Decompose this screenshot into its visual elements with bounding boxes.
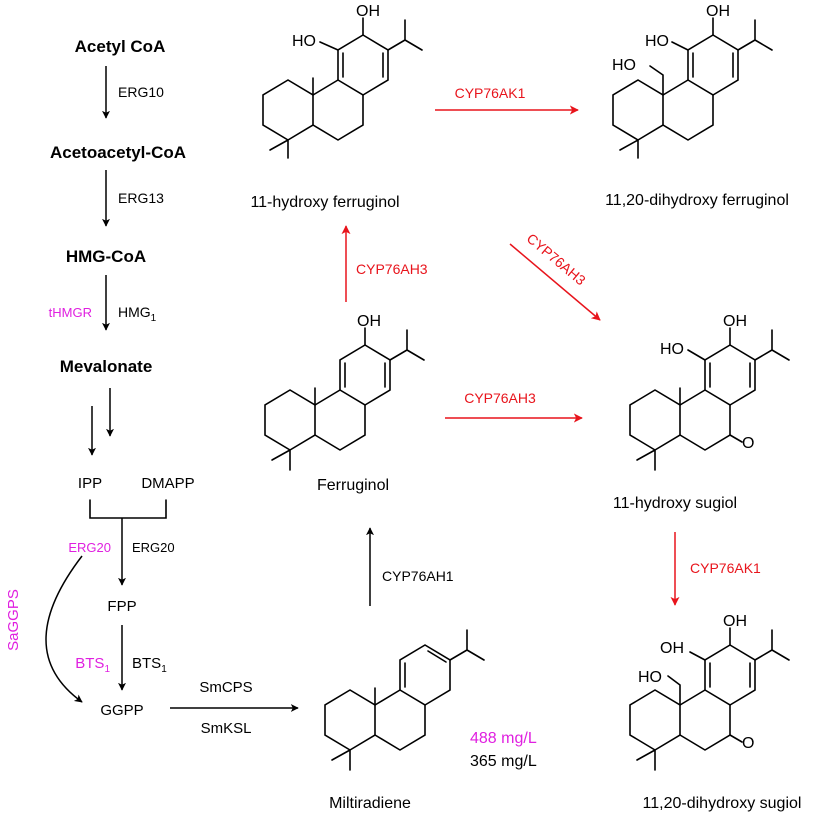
compound-11-hydroxy-ferruginol: 11-hydroxy ferruginol — [250, 194, 399, 211]
compound-miltiradiene: Miltiradiene — [329, 795, 411, 812]
cyp76ak1-down-label: CYP76AK1 — [690, 560, 761, 576]
titer-488: 488 mg/L — [470, 730, 537, 747]
compound-11-20-dihydroxy-ferruginol: 11,20-dihydroxy ferruginol — [605, 192, 789, 209]
structure-ferruginol: OH — [264, 313, 425, 471]
hmg-coa-label: HMG-CoA — [66, 247, 146, 266]
compound-ferruginol: Ferruginol — [317, 477, 389, 494]
compound-11-hydroxy-sugiol: 11-hydroxy sugiol — [613, 495, 737, 512]
compound-11-20-dihydroxy-sugiol: 11,20-dihydroxy sugiol — [643, 795, 802, 812]
saggps-curve-arrow — [45, 555, 83, 703]
cyp76ah1-label: CYP76AH1 — [382, 568, 454, 584]
structure-miltiradiene — [324, 629, 485, 771]
reaction-arrows: CYP76AK1 CYP76AH3 CYP76AH3 CYP76AH3 CYP7… — [341, 85, 761, 606]
oh-atom: OH — [706, 3, 730, 20]
bts1-magenta-label: BTS1 — [75, 655, 110, 675]
o-atom: O — [742, 735, 754, 752]
dmapp-label: DMAPP — [141, 475, 194, 492]
erg10-label: ERG10 — [118, 84, 164, 100]
structure-11-hydroxy-ferruginol: OH HO — [262, 3, 423, 159]
hmg1-label: HMG1 — [118, 304, 157, 324]
arrow-cyp76ah3-diag — [509, 243, 601, 321]
cyp76ah3-up-label: CYP76AH3 — [356, 261, 428, 277]
oh-atom: OH — [723, 613, 747, 630]
fpp-label: FPP — [107, 598, 136, 615]
o-atom: O — [742, 435, 754, 452]
oh-atom: OH — [356, 3, 380, 20]
acetyl-coa-label: Acetyl CoA — [75, 37, 166, 56]
ipp-dmapp-bracket — [89, 499, 167, 519]
ho-atom: HO — [292, 33, 316, 50]
erg13-label: ERG13 — [118, 190, 164, 206]
mevalonate-label: Mevalonate — [60, 357, 153, 376]
ipp-label: IPP — [78, 475, 102, 492]
structure-11-20-dihydroxy-ferruginol: OH HO HO — [612, 3, 773, 159]
acetoacetyl-coa-label: Acetoacetyl-CoA — [50, 143, 186, 162]
erg20-magenta-label: ERG20 — [68, 540, 111, 555]
structure-11-20-dihydroxy-sugiol: OH OH HO O — [629, 613, 790, 771]
oh-atom: OH — [357, 313, 381, 330]
oh-atom: OH — [660, 640, 684, 657]
smksl-label: SmKSL — [201, 720, 252, 737]
ho-atom: HO — [638, 669, 662, 686]
ho-atom: HO — [612, 57, 636, 74]
structure-11-hydroxy-sugiol: OH HO O — [629, 313, 790, 471]
ho-atom: HO — [660, 341, 684, 358]
saggps-label: SaGGPS — [5, 589, 22, 651]
erg20-black-label: ERG20 — [132, 540, 175, 555]
smcps-label: SmCPS — [199, 679, 252, 696]
mevalonate-pathway: Acetyl CoA ERG10 Acetoacetyl-CoA ERG13 H… — [5, 37, 299, 737]
bts1-black-label: BTS1 — [132, 655, 167, 675]
oh-atom: OH — [723, 313, 747, 330]
ggpp-label: GGPP — [100, 702, 143, 719]
thmgr-label: tHMGR — [49, 305, 92, 320]
titer-365: 365 mg/L — [470, 753, 537, 770]
cyp76ah3-diag-label: CYP76AH3 — [524, 230, 589, 288]
cyp76ah3-mid-label: CYP76AH3 — [464, 390, 536, 406]
ho-atom: HO — [645, 33, 669, 50]
cyp76ak1-top-label: CYP76AK1 — [455, 85, 526, 101]
